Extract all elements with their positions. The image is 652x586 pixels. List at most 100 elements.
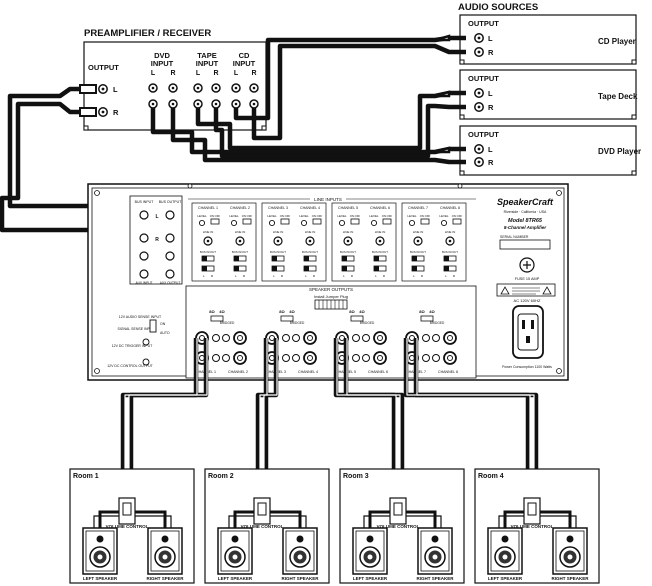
volume-control-label: VOLUME CONTROL xyxy=(377,524,420,529)
bus-in-out-label: BUS IN/OUT xyxy=(232,250,248,254)
room-label: Room 4 xyxy=(478,473,504,480)
volume-control-label: VOLUME CONTROL xyxy=(241,524,284,529)
level-label: LEVEL xyxy=(337,214,347,218)
dvd-r-label: R xyxy=(170,70,175,77)
source-right-label: R xyxy=(488,158,494,167)
preamp-left-label: L xyxy=(113,85,118,94)
channel-r-label: R xyxy=(281,274,284,278)
source-right-label: R xyxy=(488,48,494,57)
channel-label: CHANNEL 1 xyxy=(198,206,218,210)
toggle-switch[interactable] xyxy=(452,218,462,225)
channel-label: CHANNEL 8 xyxy=(440,206,460,210)
right-speaker-label: RIGHT SPEAKER xyxy=(281,576,319,581)
ohm-8-label: 8Ω xyxy=(209,309,215,314)
toggle-switch[interactable] xyxy=(280,218,290,225)
left-speaker-icon xyxy=(82,527,118,575)
right-speaker-icon xyxy=(147,527,183,575)
level-label: LEVEL xyxy=(229,214,239,218)
level-knob-icon[interactable] xyxy=(440,219,448,227)
dvd-input-label: DVD xyxy=(154,51,170,60)
volume-control-label: VOLUME CONTROL xyxy=(511,524,554,529)
cd-input-label-2: INPUT xyxy=(233,59,256,68)
level-knob-icon[interactable] xyxy=(198,219,206,227)
toggle-switch[interactable] xyxy=(210,218,220,225)
channel-label: CHANNEL 3 xyxy=(268,206,288,210)
left-speaker-icon xyxy=(217,527,253,575)
power-consumption-label: Power Consumption 1100 Watts xyxy=(502,365,552,369)
channel-r-label: R xyxy=(243,274,246,278)
channel-label: CHANNEL 2 xyxy=(230,206,250,210)
impedance-switch[interactable] xyxy=(210,315,224,322)
line-inputs-label: LINE INPUTS xyxy=(314,197,342,202)
channel-l-label: L xyxy=(235,274,237,278)
source-output-label: OUTPUT xyxy=(468,130,499,139)
aux-output-label: AUX OUTPUT xyxy=(160,281,181,285)
toggle-switch[interactable] xyxy=(382,218,392,225)
ac-power-label: AC 120V 60HZ xyxy=(514,298,541,303)
bus-in-out-label: BUS IN/OUT xyxy=(442,250,458,254)
ohm-4-label: 4Ω xyxy=(219,309,225,314)
source-name: Tape Deck xyxy=(598,92,638,101)
brand-tagline: Riverside · California · USA xyxy=(504,210,547,214)
source-cd-player: OUTPUT L R CD Player xyxy=(459,14,637,65)
bus-output-label: BUS OUTPUT xyxy=(159,200,182,204)
trigger-label: 12V DC CONTROL OUTPUT xyxy=(107,364,153,368)
impedance-switch[interactable] xyxy=(280,315,294,322)
level-knob-icon[interactable] xyxy=(230,219,238,227)
level-knob-icon[interactable] xyxy=(338,219,346,227)
toggle-switch[interactable] xyxy=(350,218,360,225)
warning-label xyxy=(496,283,556,297)
toggle-switch[interactable] xyxy=(242,218,252,225)
toggle-switch[interactable] xyxy=(312,218,322,225)
speaker-outputs-label: SPEAKER OUTPUTS xyxy=(309,287,353,292)
level-knob-icon[interactable] xyxy=(408,219,416,227)
speaker-cables xyxy=(120,338,539,498)
on-off-label: ON OFF xyxy=(210,214,221,218)
level-knob-icon[interactable] xyxy=(370,219,378,227)
channel-l-label: L xyxy=(273,274,275,278)
impedance-switch[interactable] xyxy=(420,315,434,322)
tape-l-label: L xyxy=(196,70,201,77)
preamp-title: PREAMPLIFIER / RECEIVER xyxy=(84,28,211,39)
ohm-8-label: 8Ω xyxy=(349,309,355,314)
volume-control-label: VOLUME CONTROL xyxy=(106,524,149,529)
line-in-label: LINE IN xyxy=(343,230,354,234)
level-knob-icon[interactable] xyxy=(300,219,308,227)
bus-in-out-label: BUS IN/OUT xyxy=(302,250,318,254)
ohm-4-label: 4Ω xyxy=(429,309,435,314)
channel-l-label: L xyxy=(413,274,415,278)
level-knob-icon[interactable] xyxy=(268,219,276,227)
serial-number-label: SERIAL NUMBER xyxy=(500,235,529,239)
bus-in-out-label: BUS IN/OUT xyxy=(340,250,356,254)
channel-r-label: R xyxy=(421,274,424,278)
channel-r-label: R xyxy=(313,274,316,278)
bridged-label: BRIDGED xyxy=(220,321,235,325)
source-left-label: L xyxy=(488,145,493,154)
dvd-l-label: L xyxy=(151,70,156,77)
impedance-switch[interactable] xyxy=(350,315,364,322)
line-in-label: LINE IN xyxy=(375,230,386,234)
bridged-label: BRIDGED xyxy=(430,321,445,325)
trigger-label: SIGNAL SENSE INPUT xyxy=(117,327,155,331)
cd-r-label: R xyxy=(251,70,256,77)
install-jumper-label: Install Jumper Plug xyxy=(314,294,348,299)
channel-l-label: L xyxy=(375,274,377,278)
source-name: DVD Player xyxy=(598,147,641,156)
trigger-label: 12V AUDIO SENSE INPUT xyxy=(119,315,162,319)
bridged-label: BRIDGED xyxy=(290,321,305,325)
dvd-input-label-2: INPUT xyxy=(151,59,174,68)
toggle-switch[interactable] xyxy=(420,218,430,225)
channel-r-label: R xyxy=(351,274,354,278)
serial-number-box xyxy=(499,239,551,250)
channel-label: CHANNEL 7 xyxy=(408,206,428,210)
left-speaker-label: LEFT SPEAKER xyxy=(83,576,118,581)
channel-label: CHANNEL 6 xyxy=(368,370,388,374)
